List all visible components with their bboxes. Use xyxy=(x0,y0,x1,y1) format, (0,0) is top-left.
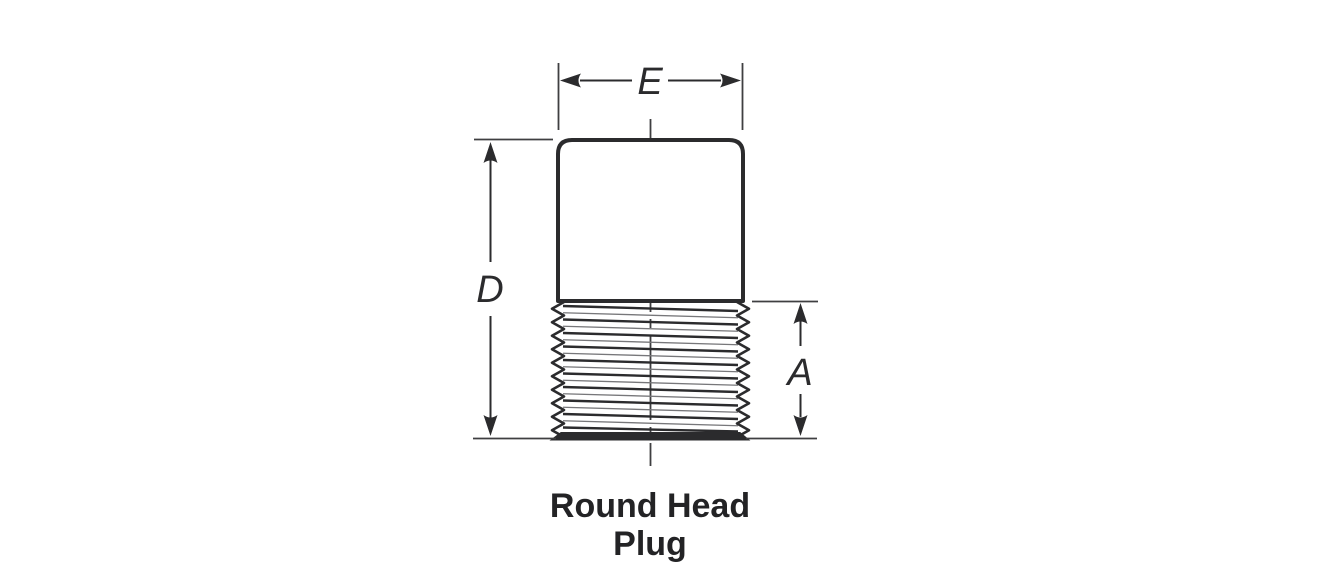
dim-e-arrowhead-right-icon xyxy=(720,73,741,88)
plug-head-outline xyxy=(556,138,745,303)
dimension-d: D xyxy=(473,138,556,440)
thread-crest-lines xyxy=(562,312,739,427)
dim-a-arrowhead-up-icon xyxy=(793,303,808,324)
caption-line-2: Plug xyxy=(613,525,687,563)
caption-line-1: Round Head xyxy=(550,487,750,525)
plug-head xyxy=(556,138,745,303)
dimension-e: E xyxy=(557,61,744,130)
dim-a-arrowhead-down-icon xyxy=(793,415,808,436)
dim-d-arrowhead-up-icon xyxy=(483,142,498,163)
thread-left-edge xyxy=(550,300,566,439)
thread-section xyxy=(549,300,751,441)
dim-d-arrowhead-down-icon xyxy=(483,415,498,436)
thread-root-lines xyxy=(562,304,739,433)
figure-caption: Round Head Plug xyxy=(550,487,750,563)
thread-right-edge xyxy=(735,300,751,439)
dimension-label-d: D xyxy=(476,269,503,311)
thread-bottom-chamfer xyxy=(549,432,751,441)
dimension-a: A xyxy=(746,300,818,440)
dim-e-arrowhead-left-icon xyxy=(560,73,581,88)
dimension-label-e: E xyxy=(637,61,663,103)
dimension-label-a: A xyxy=(785,352,812,394)
